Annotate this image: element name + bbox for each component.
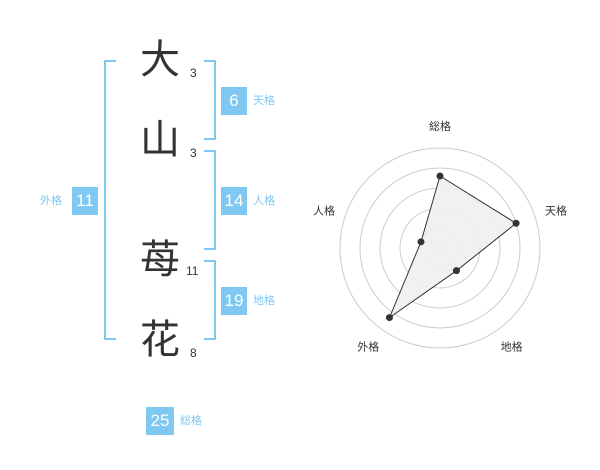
chikaku-label: 地格 <box>253 294 275 307</box>
name-char-4: 花 <box>140 317 180 363</box>
name-char-3: 苺 <box>140 237 180 283</box>
name-char-2: 山 <box>140 117 180 163</box>
radar-point-2 <box>512 219 520 227</box>
radar-point-5 <box>417 238 425 246</box>
jinkaku-bracket <box>204 150 216 250</box>
chikaku-badge: 19 <box>221 287 247 315</box>
chikaku-bracket <box>204 260 216 340</box>
tenkaku-bracket <box>204 60 216 140</box>
tenkaku-badge: 6 <box>221 87 247 115</box>
jinkaku-label: 人格 <box>253 194 275 207</box>
radar-axis-label-4: 外格 <box>357 340 379 354</box>
gaikaku-bracket <box>104 60 116 340</box>
radar-ring-4 <box>359 167 521 329</box>
stroke-count-2: 3 <box>190 146 197 160</box>
gaikaku-badge: 11 <box>72 187 98 215</box>
radar-point-1 <box>436 172 444 180</box>
soukaku-label: 総格 <box>180 414 202 427</box>
gaikaku-label: 外格 <box>40 194 62 207</box>
radar-ring-5 <box>339 147 541 349</box>
radar-axis-label-2: 天格 <box>545 203 567 217</box>
radar-point-4 <box>385 314 393 322</box>
jinkaku-badge: 14 <box>221 187 247 215</box>
stroke-count-3: 11 <box>186 264 199 278</box>
radar-axis-label-3: 地格 <box>501 340 523 354</box>
stroke-count-4: 8 <box>190 346 197 360</box>
name-char-1: 大 <box>140 37 180 83</box>
stroke-count-1: 3 <box>190 66 197 80</box>
radar-axis-label-5: 人格 <box>313 203 335 217</box>
radar-axis-label-1: 総格 <box>429 119 451 133</box>
tenkaku-label: 天格 <box>253 94 275 107</box>
soukaku-badge: 25 <box>146 407 174 435</box>
radar-polygon <box>388 175 517 319</box>
radar-point-3 <box>452 267 460 275</box>
